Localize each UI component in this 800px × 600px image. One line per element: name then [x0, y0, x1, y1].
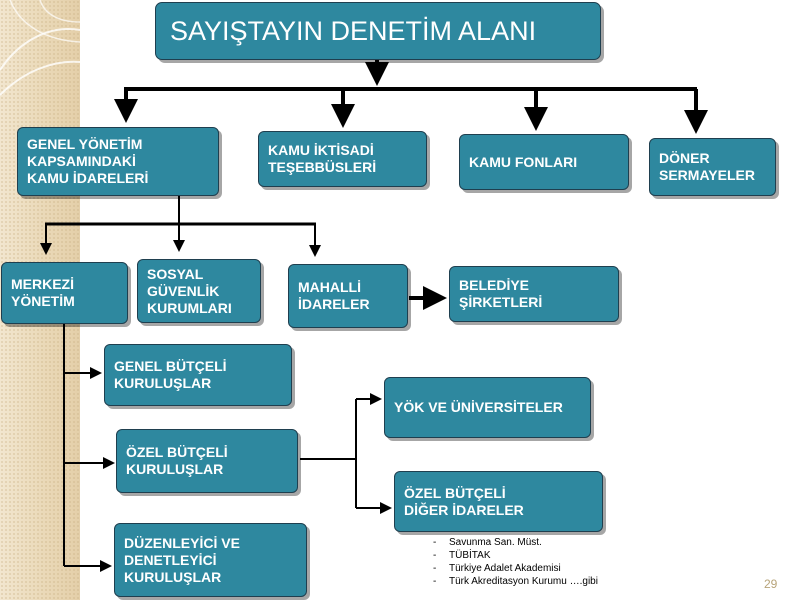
examples-list: - Savunma San. Müst. - TÜBİTAK - Türkiye Ad… — [433, 536, 598, 588]
list-item: - Türkiye Adalet Akademisi — [433, 562, 598, 575]
box-ozel-butceli: ÖZEL BÜTÇELİ KURULUŞLAR — [116, 429, 298, 493]
box-doner-sermayeler: DÖNER SERMAYELER — [649, 138, 776, 196]
box-duzenleyici: DÜZENLEYİCİ VE DENETLEYİCİ KURULUŞLAR — [114, 523, 307, 597]
bullet-marker: - — [433, 537, 437, 548]
box-mahalli-idareler: MAHALLİ İDARELER — [288, 264, 408, 328]
list-item-text: TÜBİTAK — [449, 550, 491, 561]
box-merkezi-yonetim: MERKEZİ YÖNETİM — [1, 262, 128, 324]
list-item: - TÜBİTAK — [433, 549, 598, 562]
list-item: - Türk Akreditasyon Kurumu ….gibi — [433, 575, 598, 588]
box-ozel-butceli-diger: ÖZEL BÜTÇELİ DİĞER İDARELER — [394, 471, 603, 532]
box-genel-butceli: GENEL BÜTÇELİ KURULUŞLAR — [104, 344, 292, 406]
page-number: 29 — [764, 577, 778, 591]
box-yok-universiteler: YÖK VE ÜNİVERSİTELER — [384, 377, 591, 438]
box-sosyal-guvenlik: SOSYAL GÜVENLİK KURUMLARI — [137, 259, 261, 323]
bullet-marker: - — [433, 550, 437, 561]
list-item-text: Türk Akreditasyon Kurumu ….gibi — [449, 576, 598, 587]
box-belediye-sirketleri: BELEDİYE ŞİRKETLERİ — [449, 266, 619, 322]
list-item-text: Türkiye Adalet Akademisi — [449, 563, 561, 574]
slide-title: SAYIŞTAYIN DENETİM ALANI — [155, 2, 601, 60]
bullet-marker: - — [433, 576, 437, 587]
box-kamu-fonlari: KAMU FONLARI — [459, 134, 629, 190]
list-item: - Savunma San. Müst. — [433, 536, 598, 549]
swirl-ornament-icon — [0, 0, 80, 96]
list-item-text: Savunma San. Müst. — [449, 537, 542, 548]
box-genel-yonetim: GENEL YÖNETİM KAPSAMINDAKİ KAMU İDARELER… — [17, 127, 219, 196]
bullet-marker: - — [433, 563, 437, 574]
box-kamu-iktisadi: KAMU İKTİSADİ TEŞEBBÜSLERİ — [258, 131, 427, 187]
